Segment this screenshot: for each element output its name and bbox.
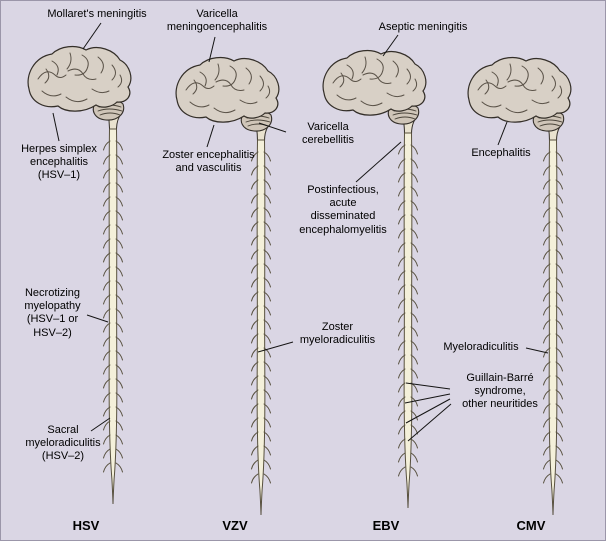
annotation-guillain-barre-syndrome: Guillain-Barré syndrome, other neuritide… [462, 372, 538, 411]
spinal-cord-cmv [543, 139, 563, 516]
annotation-myeloradiculitis: Myeloradiculitis [443, 341, 519, 353]
annotation-encephalitis: Encephalitis [471, 147, 531, 159]
brain-hsv [27, 45, 132, 131]
virus-label-ebv: EBV [372, 518, 400, 533]
annotation-necrotizing-myelopathy: Necrotizing myelopathy (HSV–1 or HSV–2) [24, 287, 81, 339]
annotation-varicella-cerebellitis: Varicella cerebellitis [302, 121, 354, 147]
virus-label-hsv: HSV [72, 518, 100, 533]
annotation-mollarets-meningitis: Mollaret's meningitis [47, 8, 147, 20]
brain-cmv [467, 56, 572, 142]
annotation-zoster-myeloradiculitis: Zoster myeloradiculitis [299, 321, 376, 347]
annotation-varicella-meningoencephalitis: Varicella meningoencephalitis [166, 8, 268, 34]
annotation-sacral-myeloradiculitis: Sacral myeloradiculitis (HSV–2) [25, 424, 101, 463]
brain-vzv [175, 56, 280, 142]
leader-lines [52, 22, 549, 442]
virus-label-vzv: VZV [222, 518, 248, 533]
spinal-cord-vzv [251, 139, 271, 516]
annotation-postinfectious-encephalomyelitis: Postinfectious, acute disseminated encep… [299, 184, 387, 236]
annotation-zoster-encephalitis: Zoster encephalitis and vasculitis [162, 149, 255, 175]
annotation-herpes-simplex-encephalitis: Herpes simplex encephalitis (HSV–1) [21, 143, 97, 182]
virus-label-cmv: CMV [516, 518, 546, 533]
annotation-aseptic-meningitis: Aseptic meningitis [378, 21, 468, 33]
